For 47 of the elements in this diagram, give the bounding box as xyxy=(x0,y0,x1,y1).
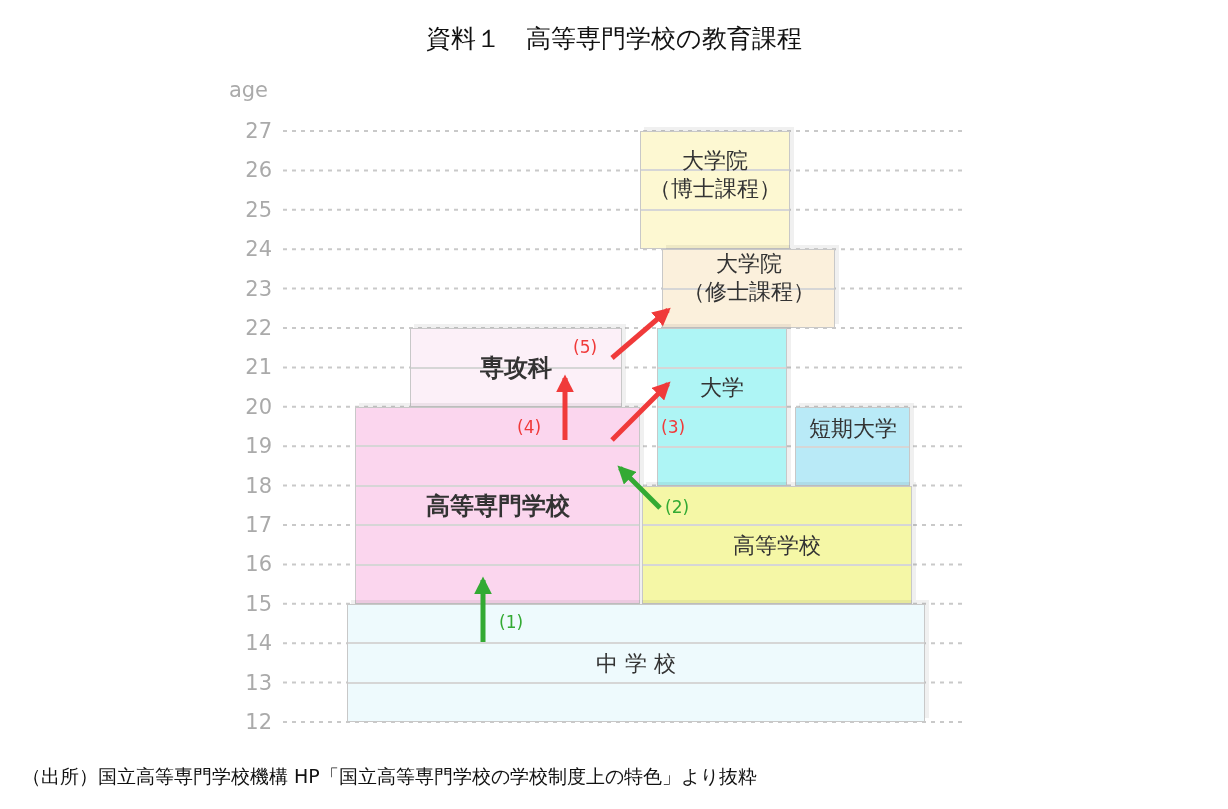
edge-label: (4) xyxy=(516,417,543,437)
edge-label: (1) xyxy=(498,612,525,632)
school-block xyxy=(410,328,622,407)
axis-tick-label: 21 xyxy=(244,355,272,380)
block-label: 大学 xyxy=(699,374,745,403)
axis-title: age xyxy=(228,78,268,102)
axis-tick-label: 27 xyxy=(244,119,272,143)
block-label: 専攻科 xyxy=(479,354,553,383)
school-block xyxy=(642,485,912,604)
axis-tick-label: 15 xyxy=(244,591,272,616)
axis-tick-label: 20 xyxy=(244,394,272,419)
axis-tick-label: 17 xyxy=(244,513,272,537)
title: 資料１ 高等専門学校の教育課程 xyxy=(425,23,803,55)
block-label: 中 学 校 xyxy=(595,649,677,678)
block-label: 大学院 xyxy=(681,147,749,176)
school-block xyxy=(640,131,790,250)
source-note: （出所）国立高等専門学校機構 HP「国立高等専門学校の学校制度上の特色」より抜粋 xyxy=(22,764,757,789)
axis-tick-label: 26 xyxy=(244,158,272,183)
school-block xyxy=(657,328,787,486)
school-block xyxy=(355,406,640,604)
edge-label: (5) xyxy=(572,337,599,357)
block-label: 高等学校 xyxy=(732,531,822,560)
edge-label: (2) xyxy=(664,497,691,517)
block-label: 大学院 xyxy=(714,249,783,278)
arrow xyxy=(474,576,492,642)
school-block xyxy=(662,249,835,328)
block-label: （博士課程） xyxy=(648,175,782,204)
axis-tick-label: 22 xyxy=(244,316,272,340)
axis-tick-label: 18 xyxy=(244,473,272,498)
block-label: （修士課程） xyxy=(681,277,816,306)
block-label: 短期大学 xyxy=(807,415,898,444)
arrow xyxy=(556,374,574,440)
arrow xyxy=(610,307,671,360)
arrow xyxy=(617,465,662,510)
axis-tick-label: 13 xyxy=(244,670,272,695)
school-block xyxy=(347,603,925,722)
edge-label: (3) xyxy=(660,417,687,437)
block-label: 高等専門学校 xyxy=(424,492,571,521)
axis-tick-label: 14 xyxy=(244,631,272,656)
axis-tick-label: 12 xyxy=(244,710,272,734)
school-block xyxy=(795,406,910,486)
arrow xyxy=(610,381,671,442)
axis-tick-label: 19 xyxy=(244,434,272,459)
axis-tick-label: 24 xyxy=(244,237,272,262)
axis-tick-label: 25 xyxy=(244,197,272,222)
axis-tick-label: 23 xyxy=(244,276,272,301)
axis-tick-label: 16 xyxy=(244,552,272,577)
